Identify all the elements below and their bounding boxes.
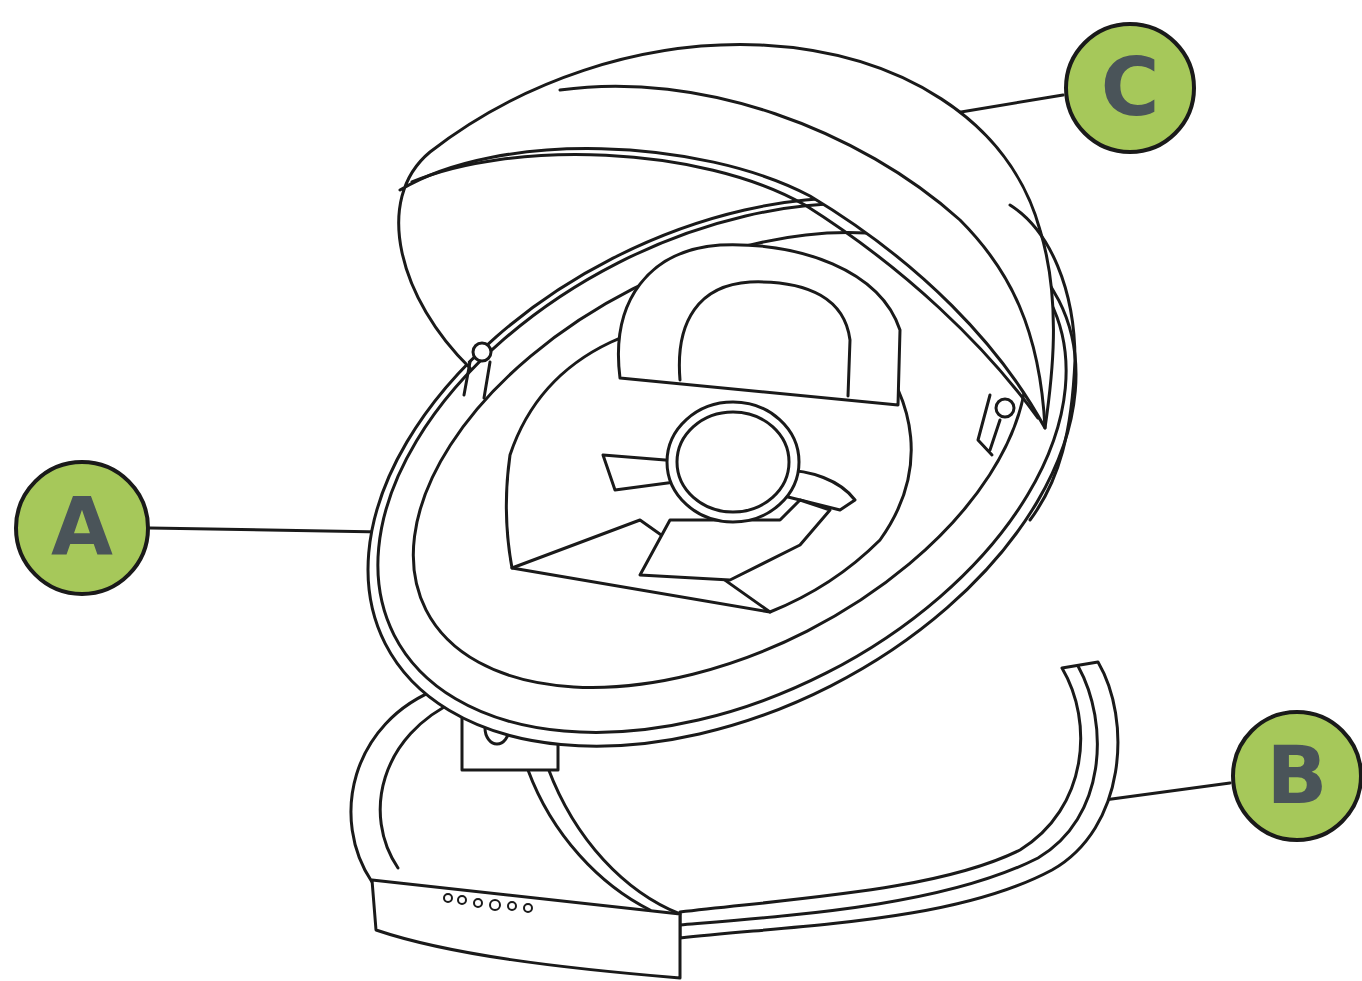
canopy-edge — [412, 155, 1038, 418]
buttons — [444, 894, 532, 912]
callout-letter: B — [1267, 736, 1328, 816]
leg — [528, 770, 650, 910]
seat-shell — [276, 87, 1168, 858]
callout-letter: C — [1101, 48, 1160, 128]
callout-circle: B — [1231, 710, 1362, 842]
base-plate — [372, 880, 680, 978]
leg — [380, 700, 458, 868]
harness-pad — [667, 402, 799, 522]
leader-line — [1097, 783, 1230, 801]
callout-letter: A — [51, 488, 113, 568]
harness-pad-inner — [677, 412, 789, 512]
hinge — [473, 343, 491, 361]
canopy-seam — [560, 86, 1045, 428]
hinge-arm — [464, 362, 490, 398]
headrest-inner — [679, 282, 850, 396]
canopy — [399, 45, 1054, 428]
seat-back — [1010, 205, 1075, 520]
callout-circle: A — [14, 460, 150, 596]
hinge — [996, 399, 1014, 417]
headrest — [618, 245, 900, 405]
callout-circle: C — [1064, 22, 1196, 154]
hinge-arm — [978, 395, 1000, 455]
